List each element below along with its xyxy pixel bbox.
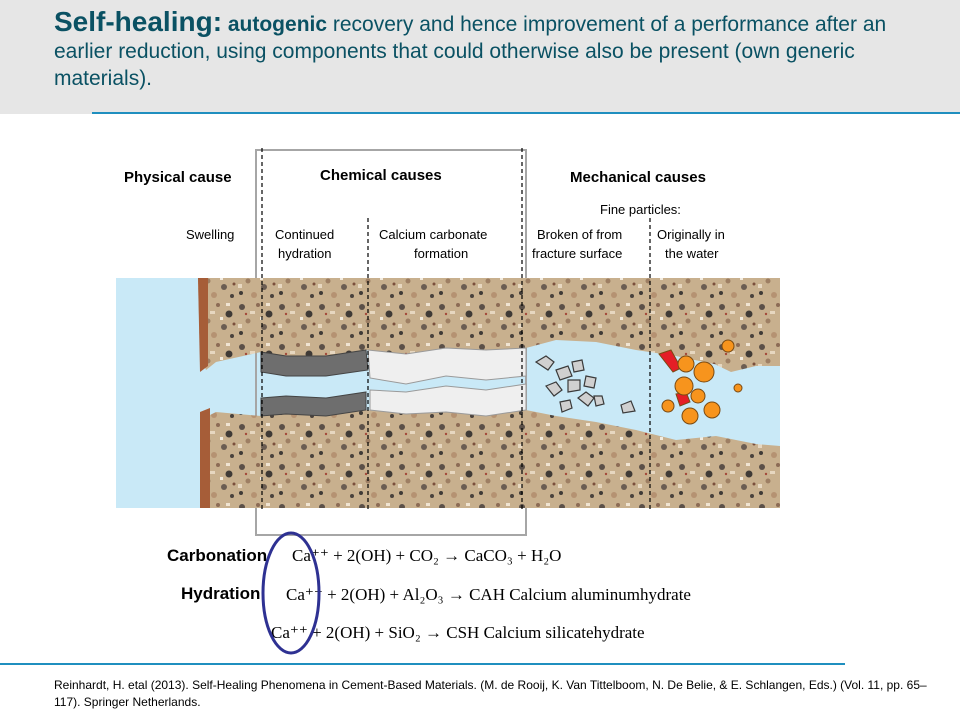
label-broken-1: Broken of from (537, 227, 622, 242)
fragment (593, 395, 605, 407)
label-water-2: the water (665, 246, 719, 261)
orange-particle (661, 399, 675, 413)
lower-concrete-slab (200, 410, 780, 508)
swelling-edge (198, 278, 208, 372)
carbonate-deposit-upper (367, 347, 527, 385)
upper-concrete-right (676, 278, 780, 372)
ca-highlight-ring (261, 531, 321, 655)
orange-particle (733, 383, 743, 393)
reference-citation: Reinhardt, H. etal (2013). Self-Healing … (54, 678, 927, 709)
label-hydration-2: hydration (278, 246, 331, 261)
heading-chemical-causes: Chemical causes (320, 167, 442, 184)
orange-particle (677, 355, 695, 373)
fragment (559, 399, 573, 413)
label-swelling: Swelling (186, 227, 234, 242)
title-bold-word: autogenic (227, 13, 328, 36)
carbonation-label: Carbonation (167, 546, 268, 565)
self-healing-diagram: Physical cause Chemical causes Mechanica… (116, 148, 780, 536)
orange-particle (721, 339, 735, 353)
label-water-1: Originally in (657, 227, 725, 242)
label-carbonate-1: Calcium carbonate (379, 227, 487, 242)
hydration-deposit-upper (260, 349, 369, 377)
header-band (0, 0, 960, 114)
hydration-label: Hydration (181, 584, 261, 603)
title-lead: Self-healing: (54, 6, 223, 37)
fragment (583, 375, 597, 389)
fragment (571, 359, 585, 373)
highlight-ellipse (261, 531, 321, 655)
fragment (620, 400, 636, 414)
label-hydration-1: Continued (275, 227, 334, 242)
header-rule (92, 112, 960, 114)
orange-particle (703, 401, 721, 419)
heading-mechanical-causes: Mechanical causes (570, 169, 706, 186)
water-particles (658, 339, 743, 425)
orange-particle (690, 388, 706, 404)
fragment (545, 381, 563, 397)
fragment (555, 365, 573, 381)
hydration-deposit-lower (260, 391, 367, 417)
orange-particle (693, 361, 715, 383)
carbonation-equation: Ca⁺⁺ + 2(OH) + CO₂ → CaCO₃ + H₂O (292, 546, 562, 565)
heading-physical-cause: Physical cause (124, 169, 232, 186)
carbonate-deposit-lower (369, 383, 527, 417)
broken-fragments (534, 355, 636, 414)
label-broken-2: fracture surface (532, 246, 622, 261)
fragment (567, 379, 581, 393)
orange-particle (674, 376, 694, 396)
upper-concrete-slab (198, 278, 724, 370)
label-carbonate-2: formation (414, 246, 468, 261)
orange-particle (681, 407, 699, 425)
hydration-equation-2: Ca⁺⁺ + 2(OH) + SiO₂ → CSH Calcium silica… (271, 623, 645, 642)
fragment (534, 355, 555, 371)
lower-swelling-edge (200, 408, 210, 508)
footer-rule (0, 663, 845, 665)
hydration-equation-1: Ca⁺⁺ + 2(OH) + Al₂O₃ → CAH Calcium alumi… (286, 585, 691, 604)
heading-fine-particles: Fine particles: (600, 202, 681, 217)
title-rest: recovery and hence improvement of a perf… (54, 13, 887, 90)
slide-title: Self-healing: autogenic recovery and hen… (54, 8, 944, 92)
